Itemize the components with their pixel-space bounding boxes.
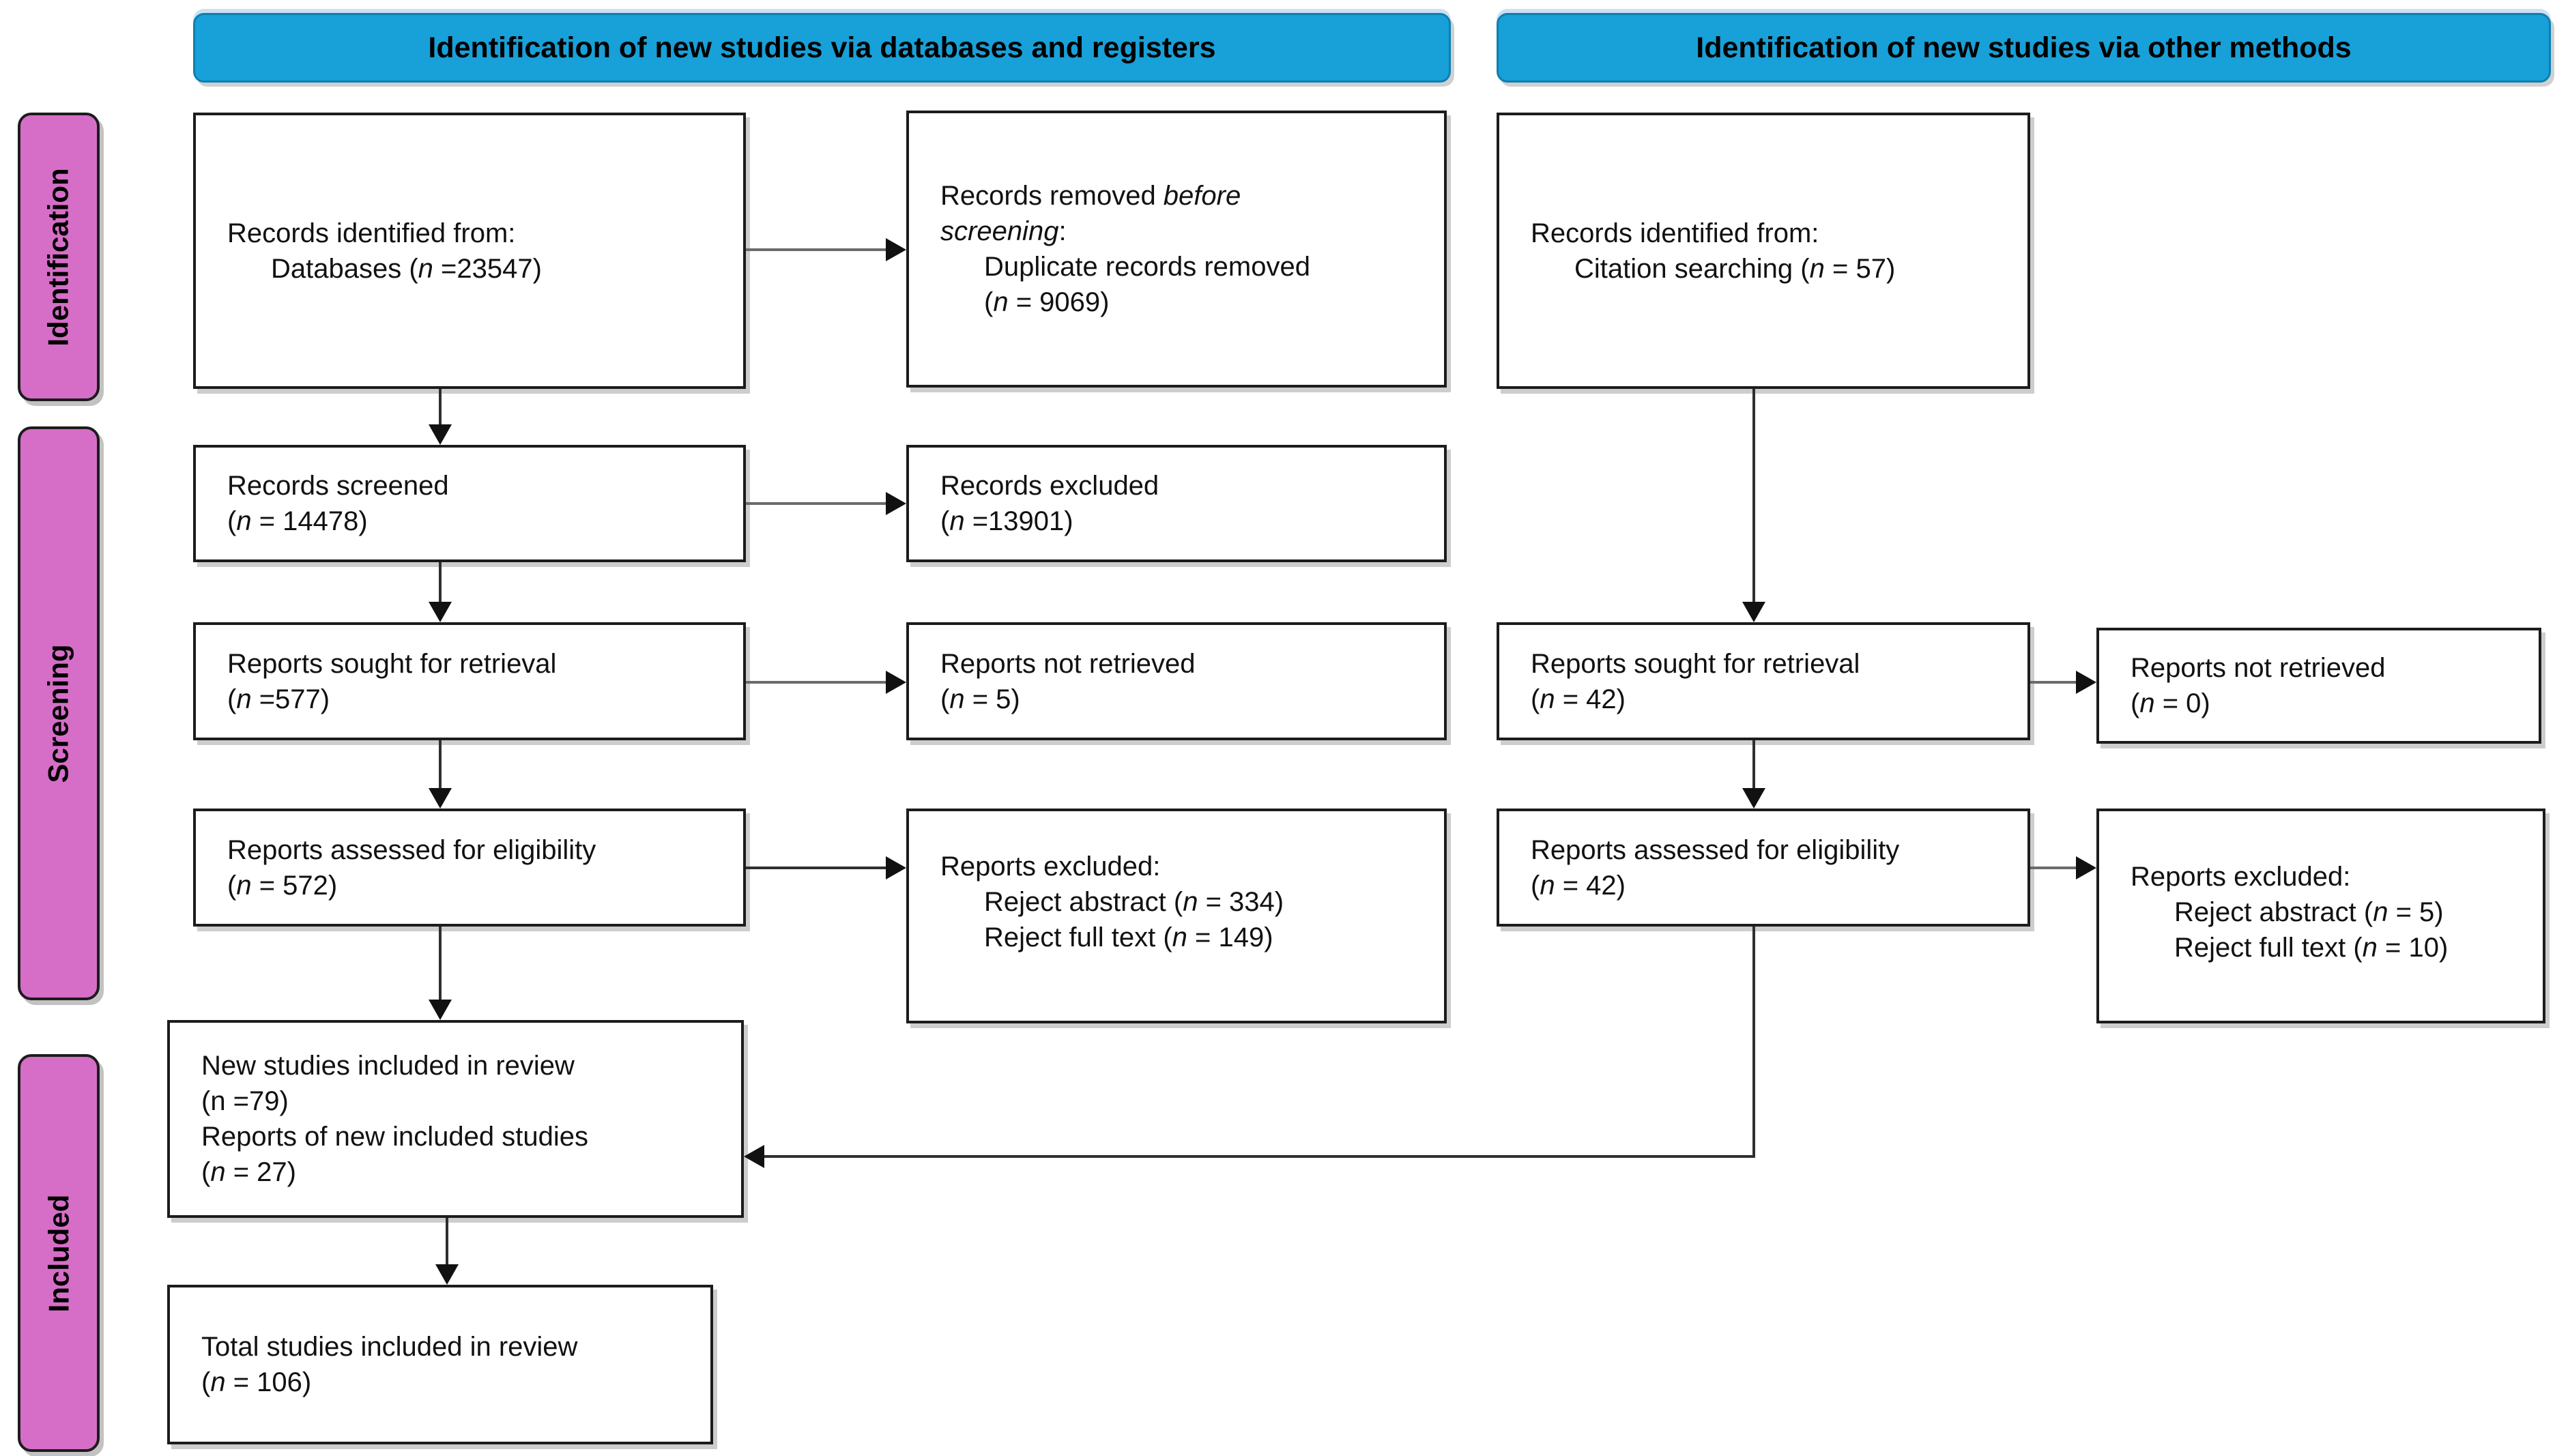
- stage-label-included: Included: [42, 1194, 74, 1312]
- box-records-screened: Records screened (n = 14478): [193, 445, 746, 562]
- stage-bar-screening: Screening: [18, 426, 100, 1000]
- arrow-assessed-other-to-excluded-other: [2030, 867, 2079, 869]
- header-databases-registers-label: Identification of new studies via databa…: [428, 31, 1216, 64]
- connector-other-to-included: [764, 1155, 1755, 1158]
- box-text-line: (n = 42): [1531, 870, 1626, 901]
- box-records-removed-before-screening: Records removed before screening: Duplicat…: [906, 111, 1447, 388]
- box-text-line: Reject full text (n = 10): [2174, 933, 2449, 963]
- box-text-line: (n = 42): [1531, 684, 1626, 714]
- arrowhead-screened-to-sought: [429, 602, 452, 622]
- header-other-methods: Identification of new studies via other …: [1497, 13, 2551, 83]
- box-records-identified-databases: Records identified from: Databases (n =23…: [193, 113, 746, 389]
- box-text-line: (n =79): [201, 1086, 289, 1116]
- arrow-identified-to-removed: [746, 248, 889, 251]
- box-text-line: (n = 106): [201, 1367, 312, 1397]
- arrowhead-assessed-other-to-excluded-other: [2076, 856, 2096, 879]
- stage-label-identification: Identification: [42, 167, 74, 347]
- box-records-excluded: Records excluded (n =13901): [906, 445, 1447, 562]
- box-text-line: (n = 0): [2131, 688, 2210, 718]
- box-text-line: Citation searching (n = 57): [1574, 253, 1896, 284]
- arrowhead-citation-to-sought-other: [1742, 602, 1765, 622]
- box-reports-not-retrieved: Reports not retrieved (n = 5): [906, 622, 1447, 740]
- box-text-line: Reject abstract (n = 334): [984, 887, 1284, 917]
- box-reports-not-retrieved-other: Reports not retrieved (n = 0): [2096, 628, 2541, 744]
- box-text-line: Reject abstract (n = 5): [2174, 897, 2444, 927]
- box-text-line: (n = 14478): [227, 506, 368, 536]
- arrow-identified-to-screened: [439, 389, 442, 427]
- arrowhead-sought-to-assessed: [429, 788, 452, 809]
- box-text-line: Reports not retrieved: [940, 648, 1196, 679]
- box-text-line: Reports sought for retrieval: [1531, 648, 1860, 679]
- box-text-line: Databases (n =23547): [271, 253, 542, 284]
- box-reports-assessed: Reports assessed for eligibility (n = 572…: [193, 809, 746, 927]
- box-reports-sought: Reports sought for retrieval (n =577): [193, 622, 746, 740]
- arrowhead-screened-to-excluded: [886, 492, 906, 515]
- box-text-line: Reports of new included studies: [201, 1122, 588, 1152]
- box-text-line: (n = 9069): [984, 287, 1110, 317]
- box-text-line: Duplicate records removed: [984, 252, 1310, 282]
- box-text-line: Reports sought for retrieval: [227, 648, 557, 679]
- arrow-screened-to-excluded: [746, 502, 889, 505]
- arrow-sought-other-to-notretrieved-other: [2030, 681, 2079, 684]
- box-text-line: Records identified from:: [1531, 218, 1819, 248]
- box-text-line: (n = 27): [201, 1157, 296, 1187]
- arrowhead-sought-other-to-assessed-other: [1742, 788, 1765, 809]
- box-text-line: (n = 5): [940, 684, 1020, 714]
- arrowhead-identified-to-removed: [886, 238, 906, 261]
- box-reports-sought-other: Reports sought for retrieval (n = 42): [1497, 622, 2030, 740]
- box-text-line: New studies included in review: [201, 1051, 575, 1081]
- stage-bar-identification: Identification: [18, 113, 100, 401]
- arrowhead-assessed-to-included: [429, 1000, 452, 1020]
- header-databases-registers: Identification of new studies via databa…: [193, 13, 1451, 83]
- stage-label-screening: Screening: [42, 643, 75, 783]
- arrow-assessed-to-reportsexcluded: [746, 867, 889, 869]
- arrowhead-assessed-to-reportsexcluded: [886, 856, 906, 879]
- arrow-included-to-total: [446, 1218, 448, 1267]
- box-text-line: Records removed before: [940, 181, 1241, 211]
- box-text-line: Records screened: [227, 471, 449, 501]
- box-text-line: Reports assessed for eligibility: [1531, 834, 1900, 865]
- box-text-line: Reject full text (n = 149): [984, 922, 1273, 952]
- box-text-line: Reports excluded:: [940, 851, 1161, 882]
- box-text-line: Records identified from:: [227, 218, 516, 248]
- box-text-line: (n =577): [227, 684, 330, 714]
- arrow-sought-other-to-assessed-other: [1752, 740, 1755, 791]
- box-total-studies-included: Total studies included in review (n = 106…: [167, 1285, 713, 1444]
- arrow-sought-to-assessed: [439, 740, 442, 791]
- stage-bar-included: Included: [18, 1054, 100, 1452]
- box-text-line: Reports not retrieved: [2131, 653, 2386, 683]
- arrowhead-other-to-included: [744, 1145, 764, 1168]
- arrowhead-identified-to-screened: [429, 424, 452, 445]
- arrowhead-sought-to-notretrieved: [886, 671, 906, 694]
- box-new-studies-included: New studies included in review (n =79) Rep…: [167, 1020, 744, 1218]
- arrowhead-sought-other-to-notretrieved-other: [2076, 671, 2096, 694]
- arrow-citation-to-sought-other: [1752, 389, 1755, 605]
- box-text-line: screening:: [940, 216, 1067, 246]
- box-reports-assessed-other: Reports assessed for eligibility (n = 42): [1497, 809, 2030, 927]
- arrow-sought-to-notretrieved: [746, 681, 889, 684]
- box-text-line: (n = 572): [227, 870, 338, 901]
- box-text-line: Records excluded: [940, 471, 1159, 501]
- connector-assessed-other-down: [1752, 927, 1755, 1158]
- box-records-identified-citation: Records identified from: Citation searchi…: [1497, 113, 2030, 389]
- box-text-line: (n =13901): [940, 506, 1073, 536]
- header-other-methods-label: Identification of new studies via other …: [1696, 31, 2352, 64]
- box-text-line: Reports excluded:: [2131, 862, 2351, 892]
- box-reports-excluded-other: Reports excluded: Reject abstract (n = 5)…: [2096, 809, 2545, 1023]
- arrow-assessed-to-included: [439, 927, 442, 1002]
- arrowhead-included-to-total: [435, 1264, 459, 1285]
- box-text-line: Reports assessed for eligibility: [227, 834, 596, 865]
- box-text-line: Total studies included in review: [201, 1332, 578, 1362]
- arrow-screened-to-sought: [439, 562, 442, 605]
- box-reports-excluded: Reports excluded: Reject abstract (n = 33…: [906, 809, 1447, 1023]
